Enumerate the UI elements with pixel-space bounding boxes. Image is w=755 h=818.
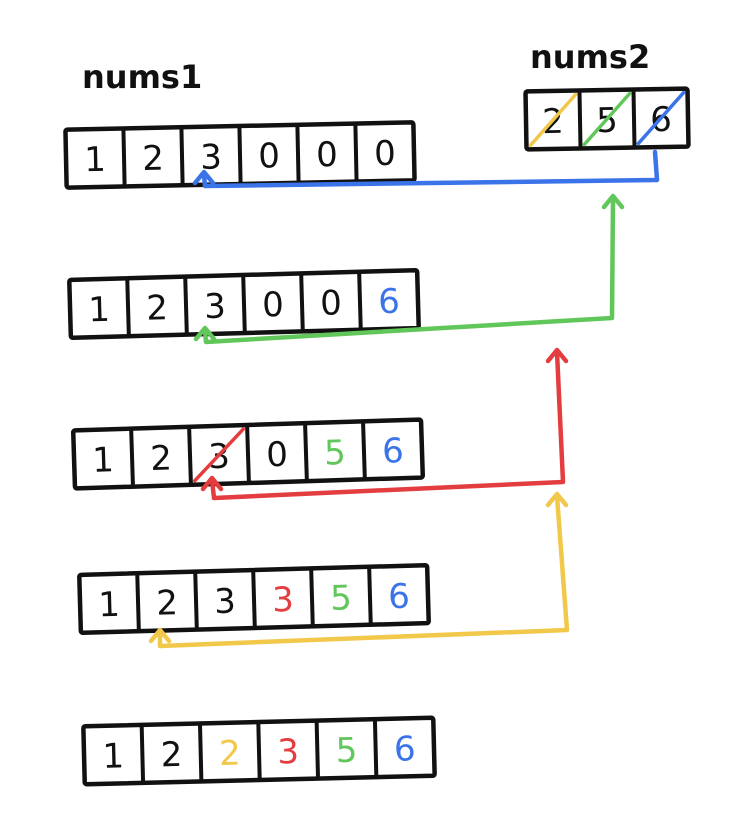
arrow-path [157, 493, 570, 649]
cell-value: 1 [84, 140, 106, 180]
cell-divider [125, 278, 131, 337]
cell-divider [361, 421, 367, 480]
cell-divider [245, 424, 251, 484]
arrow-path [209, 349, 566, 501]
cell-value: 3 [214, 582, 237, 623]
nums2-array: 256 [523, 86, 691, 152]
cell-divider [577, 90, 583, 149]
cell-value: 6 [388, 577, 411, 618]
cell-value: 1 [92, 440, 115, 481]
arrowhead [193, 325, 217, 342]
cell-divider [121, 128, 127, 187]
cell-divider [241, 274, 247, 334]
nums2-label: nums2 [530, 38, 650, 76]
cell-divider [631, 89, 637, 148]
cell-divider [179, 127, 185, 186]
cell-divider [314, 720, 321, 779]
cell-value: 1 [88, 290, 111, 331]
cell-divider [237, 125, 243, 185]
strike-mark [528, 92, 578, 148]
cell-divider [193, 571, 199, 630]
cell-divider [372, 719, 379, 778]
cell-divider [197, 723, 204, 782]
cell-divider [299, 273, 305, 332]
cell-value: 0 [262, 285, 285, 326]
arrowhead [200, 475, 224, 492]
arrowhead [192, 169, 216, 186]
cell-value: 1 [98, 585, 121, 626]
cell-divider [303, 423, 309, 482]
cell-value: 0 [374, 134, 396, 174]
strike-mark [636, 90, 686, 146]
arrays-layer: 256123000123006123056123356122356 [63, 86, 691, 787]
cell-value: 2 [160, 735, 183, 776]
strike-mark [582, 91, 632, 147]
strike-mark [193, 427, 245, 483]
cell-value: 2 [156, 583, 179, 624]
arrow-path [202, 195, 616, 345]
cell-divider [183, 276, 189, 335]
arrowhead [545, 491, 569, 508]
arrowhead [601, 193, 625, 210]
cell-value: 5 [324, 433, 347, 474]
arrows-layer [148, 149, 660, 649]
cell-divider [309, 568, 315, 627]
cell-value: 0 [316, 135, 338, 175]
green-arrow [193, 193, 625, 345]
cell-value: 3 [277, 732, 300, 773]
cell-divider [135, 573, 141, 632]
cell-value: 2 [219, 733, 242, 774]
yellow-arrow [148, 491, 570, 649]
cell-value: 6 [394, 729, 417, 770]
blue-arrow [192, 149, 660, 189]
cell-value: 5 [335, 731, 358, 772]
cell-value: 3 [200, 137, 222, 177]
cell-divider [295, 124, 301, 183]
cell-value: 3 [204, 287, 227, 328]
cell-divider [367, 566, 373, 625]
arrowhead [545, 347, 569, 364]
cell-value: 6 [382, 431, 405, 472]
cell-value: 0 [320, 283, 343, 324]
cell-divider [187, 426, 193, 485]
cell-value: 6 [378, 282, 401, 323]
cell-divider [256, 721, 262, 781]
nums1-row-3: 123056 [70, 417, 426, 491]
cell-value: 2 [146, 288, 169, 329]
cell-divider [353, 123, 359, 182]
cell-value: 2 [142, 139, 164, 179]
cell-value: 0 [266, 435, 289, 476]
cell-divider [129, 428, 135, 487]
cell-divider [139, 724, 146, 783]
nums1-label: nums1 [82, 58, 202, 96]
nums2-array-frame [523, 86, 691, 152]
cell-value: 2 [150, 438, 173, 479]
cell-value: 0 [258, 136, 280, 176]
cell-value: 5 [330, 578, 353, 619]
cell-value: 1 [102, 736, 125, 777]
red-arrow [200, 347, 569, 501]
cell-divider [357, 271, 363, 330]
arrowhead [148, 627, 172, 644]
cell-divider [251, 569, 257, 629]
cell-value: 3 [272, 580, 295, 621]
arrow-path [201, 149, 660, 189]
